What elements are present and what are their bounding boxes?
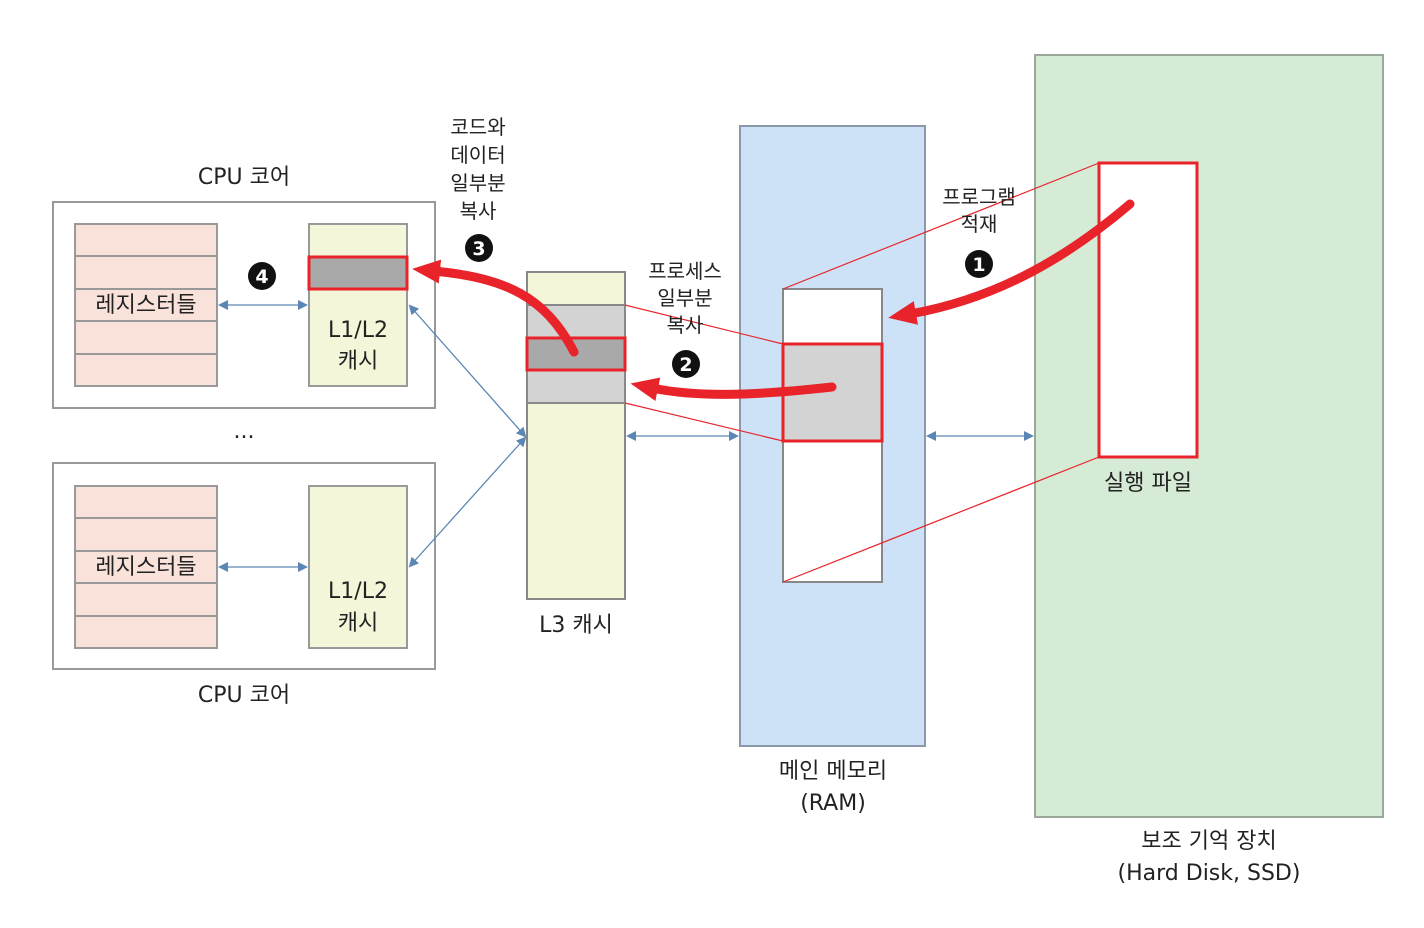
secondary-storage-box — [1034, 54, 1384, 818]
main-memory-sublabel: (RAM) — [800, 791, 866, 816]
register-stack — [74, 223, 218, 387]
projection-line-ram-l3-bottom — [624, 402, 784, 442]
registers-label: 레지스터들 — [95, 555, 196, 580]
step-1-number: 1 — [972, 254, 985, 276]
step-1-text-line: 적재 — [961, 212, 998, 236]
l1-l2-cache-sublabel: 캐시 — [338, 349, 378, 374]
l3-cache-label: L3 캐시 — [539, 613, 613, 638]
projection-line-ram-l3-top — [624, 304, 784, 345]
arrow-step-2 — [630, 377, 837, 401]
projection-line-bottom — [782, 456, 1100, 583]
secondary-storage-sublabel: (Hard Disk, SSD) — [1118, 861, 1301, 886]
arrow-step-3 — [412, 259, 579, 357]
l1-l2-highlight — [307, 255, 409, 291]
l1-l2-cache-box — [308, 223, 408, 387]
registers-label: 레지스터들 — [95, 293, 196, 318]
cpu-core-label: CPU 코어 — [198, 683, 290, 708]
executable-file-label: 실행 파일 — [1104, 471, 1192, 496]
projection-line-top — [782, 162, 1100, 290]
step-2-number: 2 — [679, 354, 692, 376]
step-2-text-line: 프로세스 — [648, 259, 722, 283]
arrow-step-1 — [888, 199, 1135, 325]
step-2-annotation: 프로세스 일부분 복사 2 — [648, 259, 722, 378]
l1-l2-cache-sublabel: 캐시 — [338, 611, 378, 636]
step-1-text-line: 프로그램 — [942, 185, 1016, 209]
step-3-text-line: 코드와 — [450, 115, 505, 139]
step-1-annotation: 프로그램 적재 1 — [942, 185, 1016, 278]
l1-l2-cache-label: L1/L2 — [328, 579, 388, 604]
step-2-text-line: 일부분 — [657, 286, 712, 310]
cpu-core-label: CPU 코어 — [198, 165, 290, 190]
connector-l2-l3 — [408, 436, 527, 568]
step-4-badge — [248, 262, 276, 290]
step-2-text-line: 복사 — [667, 313, 704, 337]
connector-l2-l3 — [408, 304, 527, 438]
ellipsis: ... — [234, 419, 255, 444]
step-3-text-line: 데이터 — [450, 143, 505, 167]
step-2-badge — [672, 350, 700, 378]
l1-l2-cache-label: L1/L2 — [328, 318, 388, 343]
executable-file-box — [1097, 161, 1199, 459]
secondary-storage-label: 보조 기억 장치 — [1141, 829, 1276, 854]
l1-l2-cache-box — [308, 485, 408, 649]
register-stack — [74, 485, 218, 649]
step-3-badge — [465, 234, 493, 262]
step-1-badge — [965, 250, 993, 278]
step-3-text-line: 복사 — [460, 199, 497, 223]
main-memory-label: 메인 메모리 — [779, 759, 887, 784]
step-3-number: 3 — [472, 238, 485, 260]
step-4-annotation: 4 — [248, 262, 276, 290]
step-3-text-line: 일부분 — [450, 171, 505, 195]
step-4-number: 4 — [255, 266, 268, 288]
step-3-annotation: 코드와 데이터 일부분 복사 3 — [450, 115, 506, 262]
